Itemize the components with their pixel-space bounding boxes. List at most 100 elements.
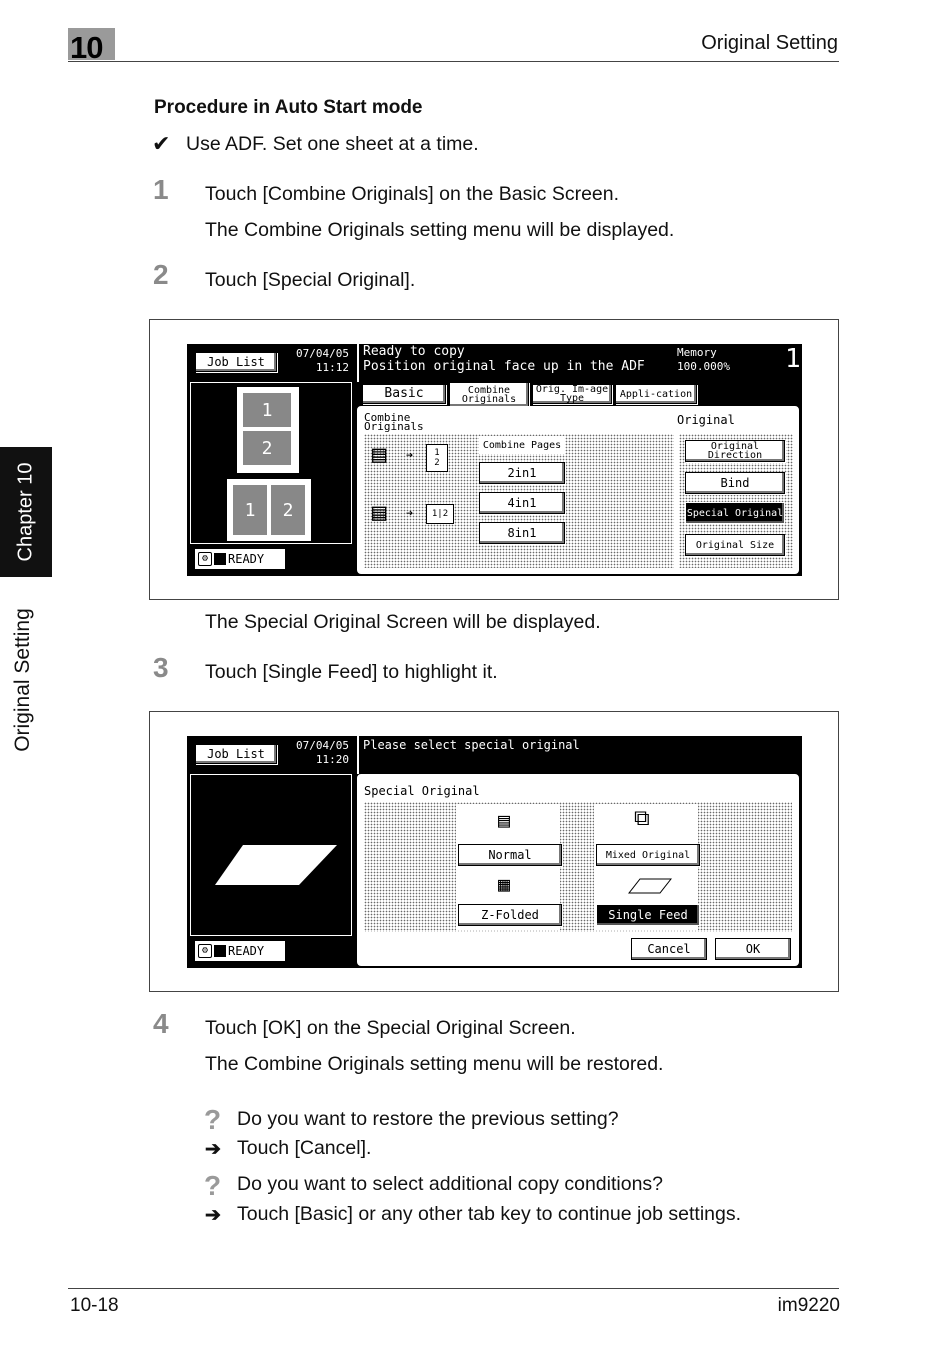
status-message: Please select special original [363, 738, 580, 752]
single-sheet-icon [628, 878, 672, 894]
step-1-result: The Combine Originals setting menu will … [205, 219, 675, 241]
status-message: Ready to copy Position original face up … [363, 344, 645, 374]
date-time: 07/04/05 11:20 [285, 739, 349, 767]
special-original-button[interactable]: Special Original [685, 502, 785, 524]
arrow-right-icon: ➔ [205, 1139, 221, 1160]
figure-combine-originals: Job List 07/04/05 11:12 Ready to copy Po… [149, 319, 839, 600]
tip-1-answer: Touch [Cancel]. [237, 1137, 372, 1159]
divider [357, 736, 359, 774]
bind-button[interactable]: Bind [685, 472, 785, 494]
chapter-number-background [68, 28, 115, 60]
folded-document-icon: ▦ [498, 872, 511, 896]
figure-special-original: Job List 07/04/05 11:20 Please select sp… [149, 711, 839, 992]
job-list-button[interactable]: Job List [195, 352, 277, 372]
header-rule [68, 61, 839, 62]
control-panel-screen: Job List 07/04/05 11:20 Please select sp… [187, 736, 802, 968]
step-3-text: Touch [Single Feed] to highlight it. [205, 661, 498, 683]
original-area: Original Direction Bind Special Original… [679, 434, 793, 568]
tip-1-question: Do you want to restore the previous sett… [237, 1108, 619, 1130]
machine-icon: ⚙ [198, 552, 212, 566]
single-feed-button[interactable]: Single Feed [596, 904, 700, 926]
z-folded-button[interactable]: Z-Folded [458, 904, 562, 926]
preview-page-1in: 1 2 [237, 387, 299, 473]
status-line-1: Ready to copy [363, 344, 465, 359]
button-2in1[interactable]: 2in1 [479, 462, 565, 484]
preview-cell: 2 [269, 483, 307, 537]
mixed-original-button[interactable]: Mixed Original [596, 844, 700, 866]
combine-landscape-icon: 1|2 [426, 504, 454, 524]
special-original-panel: Special Original ▤ ⧉ Normal Mixed Origin… [357, 774, 799, 966]
memory-label: Memory [677, 346, 717, 359]
step-number-3: 3 [153, 652, 169, 683]
memory-indicator: Memory 100.000% [677, 346, 730, 374]
document-icon: ▤ [498, 808, 511, 832]
arrow-right-icon: ➔ [406, 448, 414, 462]
side-tab-section-label: Original Setting [10, 608, 34, 752]
stacked-pages-icon: ▤ [372, 440, 387, 468]
tip-2-answer: Touch [Basic] or any other tab key to co… [237, 1203, 742, 1225]
single-sheet-preview [215, 845, 337, 885]
question-icon: ? [204, 1104, 222, 1135]
machine-icon: ⚙ [198, 944, 212, 958]
status-line-2: Position original face up in the ADF [363, 359, 645, 374]
cancel-button[interactable]: Cancel [631, 938, 707, 960]
divider [357, 344, 359, 382]
control-panel-screen: Job List 07/04/05 11:12 Ready to copy Po… [187, 344, 802, 576]
step-number-1: 1 [153, 174, 169, 205]
procedure-heading: Procedure in Auto Start mode [154, 97, 423, 118]
side-tab-chapter: Chapter 10 [0, 447, 52, 577]
copy-count: 1 [785, 344, 801, 374]
side-tab-chapter-label: Chapter 10 [14, 462, 37, 562]
panel-title: Combine Originals [364, 411, 424, 433]
original-label: Original [677, 413, 735, 427]
question-icon: ? [204, 1170, 222, 1201]
tab-combine-originals[interactable]: Combine Originals [449, 382, 529, 406]
precondition-text: Use ADF. Set one sheet at a time. [186, 133, 479, 155]
chapter-number: 10 [70, 30, 103, 65]
printer-icon [214, 553, 226, 565]
side-tab-section: Original Setting [0, 590, 45, 770]
combine-pages-label: Combine Pages [479, 436, 565, 454]
ready-label: READY [228, 552, 265, 566]
date-time: 07/04/05 11:12 [285, 347, 349, 375]
footer-rule [68, 1288, 839, 1289]
original-size-button[interactable]: Original Size [685, 534, 785, 556]
panel-title: Special Original [364, 784, 480, 798]
ready-label: READY [228, 944, 265, 958]
model-name: im9220 [777, 1295, 840, 1316]
tip-2-question: Do you want to select additional copy co… [237, 1173, 664, 1195]
tab-original-image-type[interactable]: Orig. Im-age Type [532, 384, 612, 404]
mixed-documents-icon: ⧉ [634, 806, 650, 831]
ready-indicator: ⚙ READY [195, 549, 285, 569]
preview-panel [190, 774, 352, 936]
step-1-text: Touch [Combine Originals] on the Basic S… [205, 183, 620, 205]
step-number-4: 4 [153, 1008, 169, 1039]
ok-button[interactable]: OK [715, 938, 791, 960]
button-8in1[interactable]: 8in1 [479, 522, 565, 544]
time: 11:20 [315, 753, 349, 766]
arrow-right-icon: ➔ [406, 506, 414, 520]
normal-button[interactable]: Normal [458, 844, 562, 866]
time: 11:12 [315, 361, 349, 374]
date: 07/04/05 [296, 347, 349, 360]
original-direction-button[interactable]: Original Direction [685, 440, 785, 462]
page-number: 10-18 [70, 1295, 119, 1316]
step-number-2: 2 [153, 259, 169, 290]
memory-value: 100.000% [677, 360, 730, 373]
step-4-text: Touch [OK] on the Special Original Scree… [205, 1017, 576, 1039]
job-list-button[interactable]: Job List [195, 744, 277, 764]
ready-indicator: ⚙ READY [195, 941, 285, 961]
step-4-result: The Combine Originals setting menu will … [205, 1053, 664, 1075]
date: 07/04/05 [296, 739, 349, 752]
header-title: Original Setting [701, 32, 838, 54]
printer-icon [214, 945, 226, 957]
tab-application[interactable]: Appli-cation [615, 384, 697, 404]
step-2-result: The Special Original Screen will be disp… [205, 611, 601, 633]
preview-cell: 2 [241, 429, 293, 467]
arrow-right-icon: ➔ [205, 1205, 221, 1226]
button-4in1[interactable]: 4in1 [479, 492, 565, 514]
tab-basic[interactable]: Basic [362, 384, 446, 404]
